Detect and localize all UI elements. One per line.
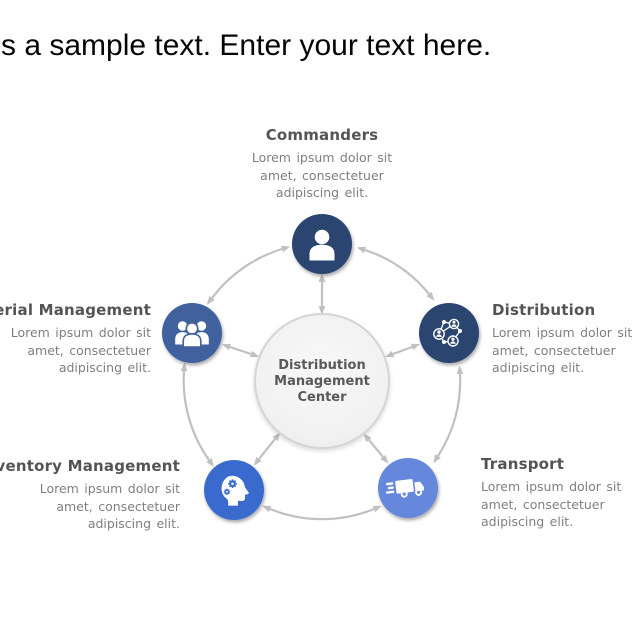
arrow-center-transport	[363, 433, 389, 464]
slide-title: s a sample text. Enter your text here.	[1, 29, 492, 62]
radial-arrows	[221, 273, 421, 466]
arrow-center-inventory	[253, 432, 281, 466]
node-transport	[378, 458, 438, 518]
arrow-center-material	[221, 343, 260, 358]
gear-icon	[223, 479, 237, 495]
node-desc-transport: Lorem ipsum dolor sit amet, consectetuer…	[481, 479, 622, 529]
node-inventory-management	[204, 460, 264, 520]
person-icon	[309, 229, 335, 261]
node-desc-distribution: Lorem ipsum dolor sit amet, consectetuer…	[492, 325, 633, 375]
node-label-distribution: Distribution Lorem ipsum dolor sit amet,…	[492, 301, 640, 377]
delivery-truck-icon	[385, 479, 425, 498]
arc-distribution-transport	[433, 365, 464, 464]
node-label-commanders: Commanders Lorem ipsum dolor sit amet, c…	[234, 126, 410, 202]
node-title-material-management: terial Management	[0, 301, 151, 319]
center-hub-label-line: Distribution	[278, 358, 366, 373]
node-label-transport: Transport Lorem ipsum dolor sit amet, co…	[481, 455, 640, 531]
node-label-inventory-management: nventory Management Lorem ipsum dolor si…	[0, 457, 180, 533]
ring-arrows	[180, 245, 464, 521]
node-label-material-management: terial Management Lorem ipsum dolor sit …	[0, 301, 151, 377]
center-hub-label: Distribution Management Center	[242, 358, 402, 406]
arc-material-commanders	[206, 245, 291, 305]
node-title-transport: Transport	[481, 455, 565, 473]
node-title-commanders: Commanders	[265, 126, 379, 144]
node-material-management	[162, 303, 222, 363]
center-hub-label-line: Management	[274, 374, 370, 389]
node-desc-inventory-management: Lorem ipsum dolor sit amet, consectetuer…	[39, 481, 180, 531]
head-gears-icon	[221, 475, 249, 506]
arrow-center-distribution	[384, 343, 421, 358]
node-distribution	[419, 303, 479, 363]
arc-inventory-material	[180, 362, 214, 468]
people-network-icon	[433, 318, 462, 347]
people-group-icon	[175, 321, 209, 348]
node-title-distribution: Distribution	[492, 301, 596, 319]
node-title-inventory-management: nventory Management	[0, 457, 180, 475]
arc-commanders-distribution	[356, 246, 435, 301]
node-desc-material-management: Lorem ipsum dolor sit amet, consectetuer…	[10, 325, 151, 375]
center-hub-label-line: Center	[297, 390, 347, 405]
center-hub-circle	[254, 313, 390, 449]
node-desc-commanders: Lorem ipsum dolor sit amet, consectetuer…	[251, 150, 393, 200]
arc-transport-inventory	[262, 505, 382, 521]
node-commanders	[292, 214, 352, 274]
